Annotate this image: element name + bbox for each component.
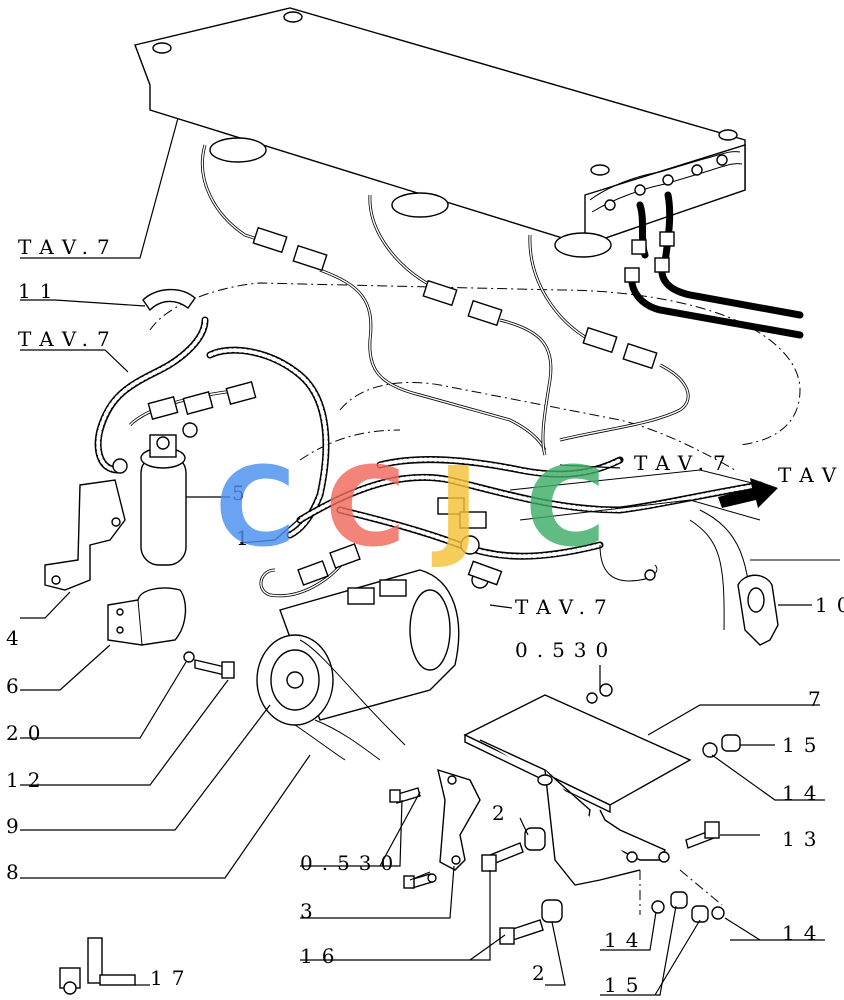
callout-10: 10 (815, 593, 844, 617)
callout-3: 3 (300, 899, 322, 923)
callout-2-bot: 2 (532, 961, 554, 985)
compressor-9 (256, 569, 460, 726)
compressor-fittings (259, 535, 503, 598)
watermark-letter: C (525, 443, 606, 571)
watermark-letter: C (325, 443, 406, 571)
cab-outline (149, 282, 801, 471)
callout-tav7-top: TAV.7 (18, 235, 119, 259)
callout-11: 11 (18, 279, 61, 303)
watermark-letter: C (215, 443, 296, 571)
callout-2-top: 2 (492, 801, 514, 825)
blower-harness (200, 144, 690, 456)
callout-9: 9 (6, 814, 28, 838)
callout-7: 7 (808, 687, 830, 711)
callout-14-top: 14 (782, 781, 825, 805)
callout-tav7-mid: TAV.7 (634, 451, 735, 475)
callout-labels: TAV.7 11 TAV.7 5 1 TAV.7 TAV TAV.7 10 0.… (6, 235, 844, 997)
bolt-12 (183, 651, 235, 679)
watermark-logo: C C J C (215, 443, 606, 571)
callout-0530-top: 0.530 (515, 638, 617, 662)
callout-tav-right: TAV (778, 463, 844, 487)
receiver-drier-lines (94, 316, 257, 474)
receiver-drier-5 (140, 434, 187, 566)
strap-clamp-6 (107, 587, 187, 646)
callout-13: 13 (782, 827, 825, 851)
callout-12: 12 (6, 768, 49, 792)
mount-bracket-7 (463, 694, 692, 886)
plate-3 (437, 768, 481, 871)
callout-14-bot-right: 14 (782, 921, 825, 945)
callout-6: 6 (6, 674, 28, 698)
bracket-4 (44, 479, 126, 591)
callout-14-bot-left: 14 (604, 928, 647, 952)
callout-16: 16 (300, 944, 343, 968)
chassis-rail (509, 469, 840, 631)
fasteners (389, 683, 741, 945)
callout-15-bot: 15 (604, 973, 647, 997)
callout-20: 20 (6, 721, 49, 745)
callout-tav7-left: TAV.7 (18, 327, 119, 351)
callout-0530-mid: 0.530 (300, 851, 402, 875)
callout-8: 8 (6, 860, 28, 884)
callout-4: 4 (6, 626, 28, 650)
hose-clip-10 (737, 574, 779, 646)
callout-15-top: 15 (782, 733, 825, 757)
refrigerant-pipes (624, 191, 804, 339)
watermark-letter: J (431, 443, 479, 571)
tractor-icon-17 (59, 937, 136, 995)
main-harness (206, 346, 764, 582)
hose-clamp-11 (142, 288, 196, 312)
leader-lines (20, 117, 825, 996)
callout-17: 17 (150, 966, 193, 990)
callout-5: 5 (232, 481, 254, 505)
callout-1: 1 (236, 526, 258, 550)
drive-belt-8 (294, 639, 406, 761)
callout-tav7-low: TAV.7 (515, 595, 616, 619)
